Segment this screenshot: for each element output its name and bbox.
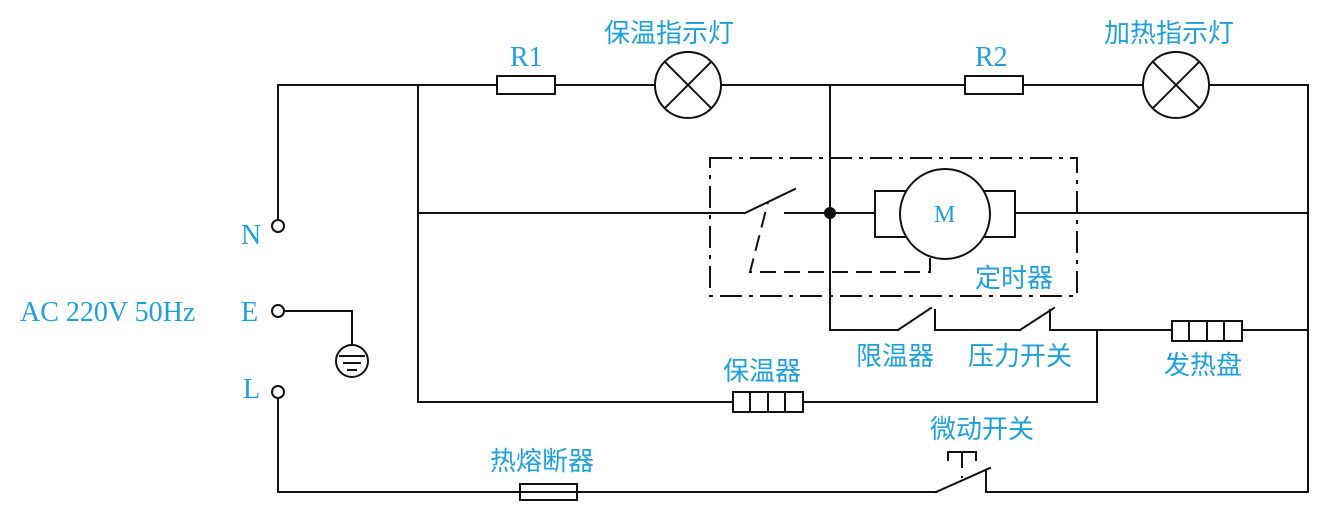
keep-warm-lamp-icon	[654, 51, 722, 119]
terminal-e	[271, 304, 285, 318]
resistor-r2	[964, 75, 1024, 95]
thermal-fuse-icon	[519, 483, 578, 501]
keep-warm-heater-label: 保温器	[723, 357, 801, 387]
keep-warm-heater-icon	[732, 391, 804, 413]
timer-box	[709, 157, 1078, 297]
terminal-e-label: E	[241, 297, 258, 328]
ground-icon	[335, 344, 369, 378]
motor-icon	[874, 168, 1016, 260]
terminal-l	[271, 385, 285, 399]
micro-switch-label: 微动开关	[930, 415, 1034, 445]
terminal-n-label: N	[241, 220, 261, 251]
heating-plate-label: 发热盘	[1164, 351, 1242, 381]
temp-limiter-label: 限温器	[856, 342, 934, 372]
keep-warm-lamp-label: 保温指示灯	[604, 19, 734, 49]
thermal-fuse-label: 热熔断器	[490, 447, 594, 477]
junction-dot	[824, 207, 836, 219]
r1-label: R1	[510, 42, 543, 73]
motor-label: M	[934, 202, 955, 228]
timer-label: 定时器	[975, 264, 1053, 294]
resistor-r1	[496, 75, 556, 95]
heating-lamp-label: 加热指示灯	[1104, 19, 1234, 49]
wires	[277, 84, 1309, 493]
pressure-switch	[1018, 306, 1056, 332]
terminal-n	[271, 219, 285, 233]
timer-linkage	[748, 201, 931, 273]
terminal-l-label: L	[243, 374, 260, 405]
heating-lamp-icon	[1142, 51, 1210, 119]
temp-limiter-switch	[896, 306, 933, 332]
timer-switch-blade	[743, 187, 797, 215]
r2-label: R2	[975, 42, 1008, 73]
micro-switch-icon	[934, 451, 992, 494]
pressure-switch-label: 压力开关	[968, 342, 1072, 372]
source-label: AC 220V 50Hz	[20, 297, 195, 328]
heating-plate-icon	[1171, 320, 1243, 342]
